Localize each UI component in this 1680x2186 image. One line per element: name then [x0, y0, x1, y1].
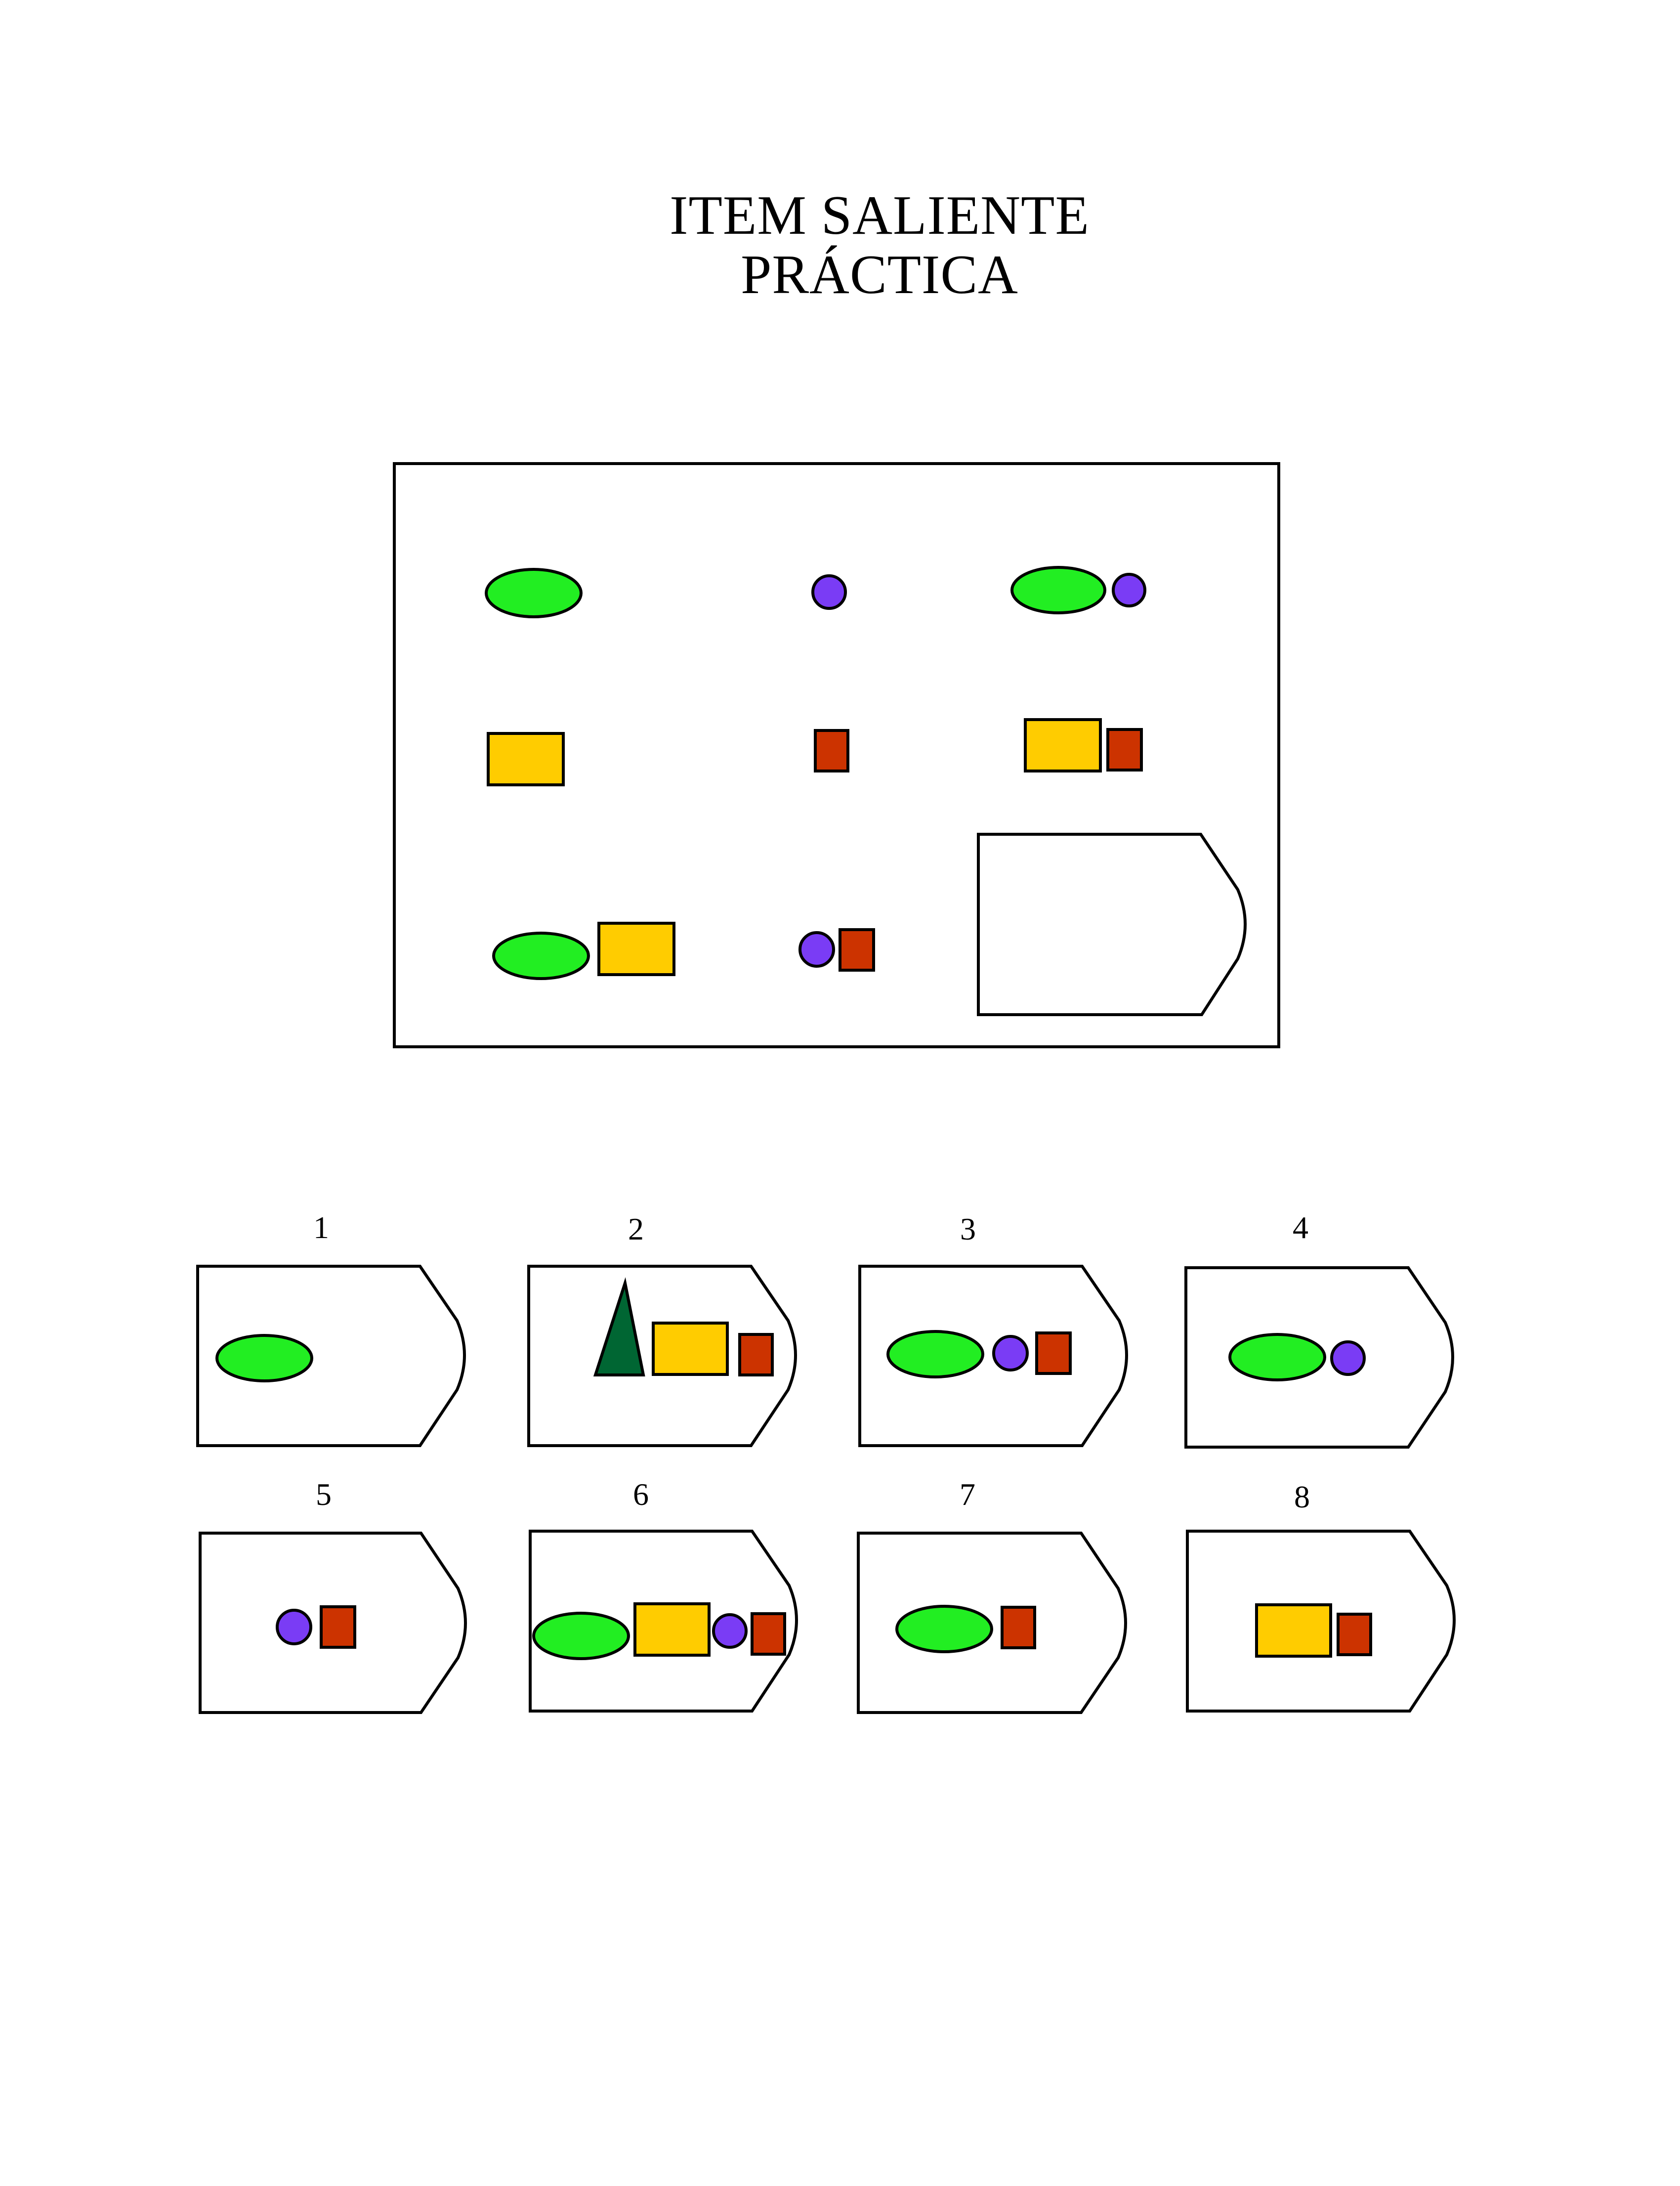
- option-7-label: 7: [960, 1477, 975, 1512]
- option-8-label: 8: [1294, 1479, 1310, 1514]
- option-6-yellow-rectangle: [633, 1602, 711, 1657]
- matrix-purple-circle: [811, 574, 847, 610]
- matrix-green-ellipse: [485, 568, 583, 618]
- matrix-purple-circle: [1112, 573, 1146, 607]
- option-4-label: 4: [1293, 1210, 1308, 1245]
- option-2-red-square: [738, 1333, 774, 1376]
- matrix-yellow-rectangle: [597, 922, 675, 976]
- option-5-label: 5: [316, 1477, 332, 1512]
- matrix-red-square: [839, 928, 875, 972]
- matrix-answer-slot[interactable]: [977, 833, 1247, 1016]
- option-8-red-square: [1337, 1613, 1372, 1656]
- option-1-green-ellipse: [215, 1334, 313, 1382]
- option-3-purple-circle: [992, 1335, 1029, 1372]
- option-7-red-square: [1001, 1606, 1036, 1649]
- matrix-green-ellipse: [1010, 566, 1106, 614]
- matrix-purple-circle: [798, 931, 835, 968]
- matrix-yellow-rectangle: [1024, 718, 1102, 772]
- option-7-card[interactable]: [857, 1532, 1127, 1714]
- option-1-label: 1: [313, 1210, 329, 1245]
- option-6-green-ellipse: [532, 1612, 630, 1660]
- option-4-green-ellipse: [1228, 1333, 1326, 1381]
- option-1-card[interactable]: [196, 1265, 466, 1447]
- option-3-green-ellipse: [886, 1330, 984, 1378]
- option-6-label: 6: [633, 1477, 649, 1512]
- option-4-purple-circle: [1330, 1340, 1366, 1376]
- matrix-red-square: [1106, 728, 1143, 772]
- option-2-green-triangle: [593, 1277, 645, 1376]
- option-8-yellow-rectangle: [1255, 1603, 1332, 1658]
- matrix-yellow-rectangle: [487, 732, 565, 786]
- option-5-red-square: [320, 1605, 356, 1649]
- option-7-green-ellipse: [895, 1605, 993, 1653]
- option-5-purple-circle: [276, 1609, 312, 1645]
- option-3-red-square: [1035, 1331, 1072, 1375]
- matrix-green-ellipse: [492, 932, 590, 980]
- option-3-label: 3: [960, 1211, 976, 1246]
- option-6-purple-circle: [712, 1613, 748, 1649]
- option-6-red-square: [751, 1612, 786, 1656]
- option-2-yellow-rectangle: [652, 1322, 729, 1376]
- page-title-line-2: PRÁCTICA: [741, 244, 1018, 305]
- page-title-line-1: ITEM SALIENTE: [670, 185, 1090, 246]
- matrix-red-square: [814, 729, 849, 772]
- option-2-label: 2: [628, 1211, 644, 1246]
